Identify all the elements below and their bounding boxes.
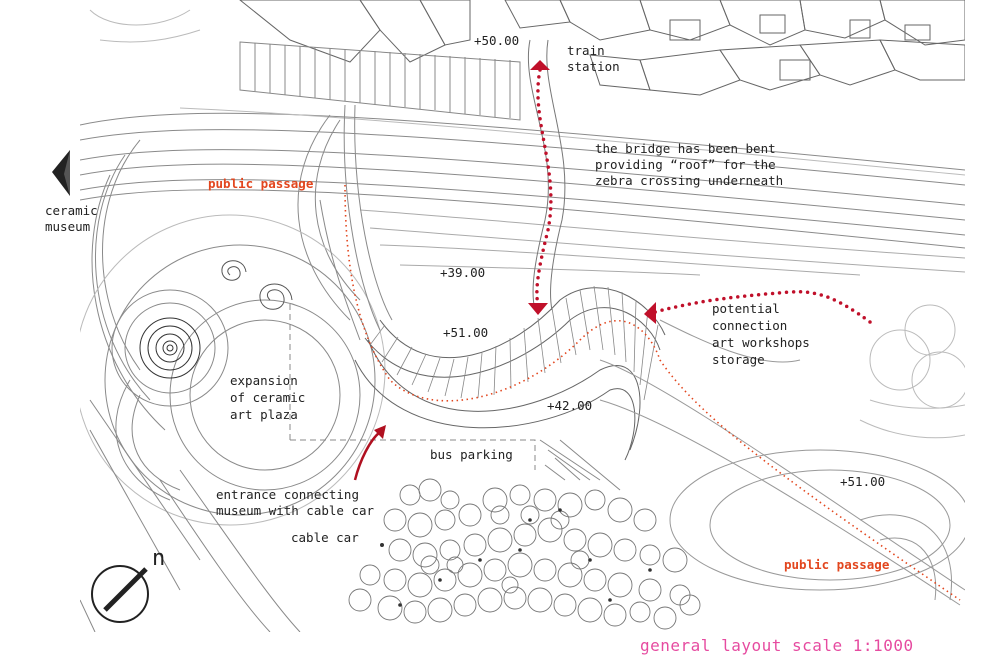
ceramic-art-plaza — [80, 114, 386, 591]
footbridge — [527, 39, 566, 311]
north-arrow-icon — [91, 565, 149, 623]
public-passage-route — [344, 184, 961, 601]
elevation-right: +51.00 — [840, 474, 886, 489]
public-passage-bottom-label: public passage — [784, 557, 890, 572]
cable-car-label: cable car — [291, 530, 359, 545]
parking-stripes-top — [239, 41, 521, 121]
direction-arrow-icon — [52, 150, 70, 196]
town-buildings — [239, 0, 965, 96]
bus-parking — [539, 439, 621, 491]
entrance-note-label: entrance connecting museum with cable ca… — [216, 487, 375, 518]
elevation-station: +50.00 — [474, 33, 520, 48]
red-route-bridge — [535, 68, 872, 324]
public-passage-top-label: public passage — [208, 176, 314, 191]
spiral-sculptures — [221, 260, 293, 310]
train-station-label: train station — [567, 43, 620, 74]
ramp — [319, 104, 393, 341]
elevation-bridge: +51.00 — [443, 325, 489, 340]
expansion-plaza-label: expansion of ceramic art plaza — [230, 373, 306, 422]
ceramic-museum-label: ceramic museum — [45, 203, 98, 234]
north-label: n — [152, 546, 166, 571]
elevation-lower-road: +39.00 — [440, 265, 486, 280]
arrow-up-icon — [530, 60, 550, 70]
entrance-arrow-icon — [353, 425, 386, 481]
elevation-plaza-low: +42.00 — [547, 398, 593, 413]
drawing-caption: general layout scale 1:1000 — [640, 636, 914, 655]
tree-canopies — [348, 478, 701, 630]
potential-connection-label: potential connection art workshops stora… — [712, 301, 810, 367]
bent-bridge — [354, 287, 666, 461]
bus-parking-label: bus parking — [430, 447, 513, 462]
bridge-note-label: the bridge has been bent providing “roof… — [595, 141, 784, 188]
arrow-left-icon — [644, 302, 656, 324]
arrow-down-icon — [528, 303, 548, 315]
